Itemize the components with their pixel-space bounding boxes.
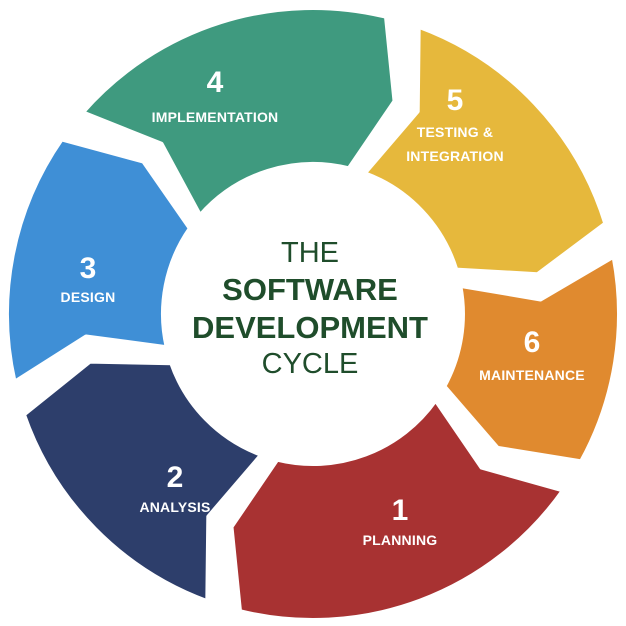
- stage-label-1: PLANNING: [363, 532, 438, 548]
- stage-number-3: 3: [80, 252, 97, 285]
- stage-label-3: DESIGN: [61, 289, 116, 305]
- stage-number-4: 4: [207, 66, 224, 99]
- stage-number-1: 1: [392, 494, 409, 527]
- stage-label-5-line-1: TESTING &: [417, 124, 493, 140]
- cycle-segment-6: [442, 254, 621, 464]
- stage-number-6: 6: [524, 326, 541, 359]
- cycle-segments: [5, 5, 621, 623]
- center-hub: [165, 165, 461, 461]
- cycle-segment-3: [5, 137, 192, 384]
- cycle-segment-4: [80, 5, 397, 218]
- stage-number-5: 5: [447, 84, 464, 117]
- center-title-line-4: CYCLE: [262, 348, 359, 380]
- cycle-segment-1: [229, 398, 565, 623]
- cycle-segment-2: [22, 359, 264, 604]
- center-title-line-2: SOFTWARE: [222, 272, 398, 307]
- stage-label-5-line-2: INTEGRATION: [406, 148, 504, 164]
- stage-label-6: MAINTENANCE: [479, 367, 585, 383]
- stage-label-2: ANALYSIS: [139, 499, 210, 515]
- stage-label-4: IMPLEMENTATION: [152, 109, 279, 125]
- center-title-line-1: THE: [281, 237, 339, 269]
- center-title: THE SOFTWARE DEVELOPMENT CYCLE: [192, 237, 428, 380]
- stage-number-2: 2: [167, 461, 184, 494]
- cycle-segment-5: [362, 24, 608, 277]
- center-title-line-3: DEVELOPMENT: [192, 310, 428, 345]
